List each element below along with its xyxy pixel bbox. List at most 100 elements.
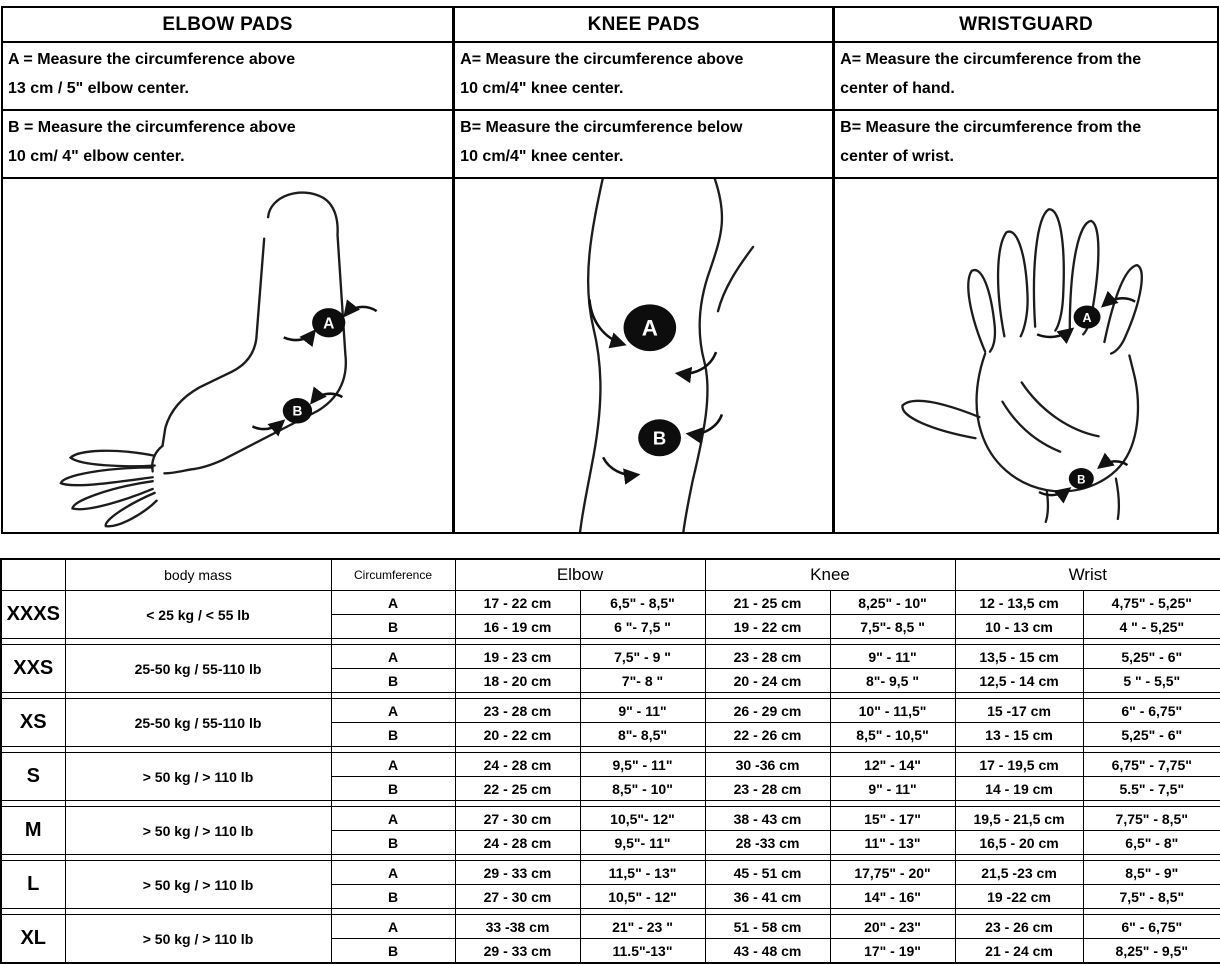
value-cell: 6,75" - 7,75" <box>1082 752 1220 777</box>
value-cell: 9,5" - 11" <box>579 752 706 777</box>
value-cell: 8"- 9,5 " <box>829 668 956 693</box>
marker-a-elbow <box>311 307 345 337</box>
value-cell: 5 " - 5,5" <box>1082 668 1220 693</box>
panel-wristguard: WRISTGUARD A= Measure the circumference … <box>832 8 1217 532</box>
wrist-instruction-b-line1: B= Measure the circumference from the <box>840 119 1142 136</box>
value-cell: 38 - 43 cm <box>704 806 831 831</box>
value-cell: 9" - 11" <box>579 698 706 723</box>
value-cell: 24 - 28 cm <box>454 830 581 855</box>
value-cell: 10,5" - 12" <box>579 884 706 909</box>
value-cell: 28 -33 cm <box>704 830 831 855</box>
value-cell: 20 - 24 cm <box>704 668 831 693</box>
value-cell: 7,75" - 8,5" <box>1082 806 1220 831</box>
circumference-a-label: A <box>330 806 456 831</box>
value-cell: 21 - 25 cm <box>704 590 831 615</box>
marker-b-elbow <box>282 397 312 423</box>
knee-instruction-a: A= Measure the circumference above 10 cm… <box>455 43 833 111</box>
wrist-figure-area: A B <box>835 179 1217 532</box>
value-cell: 12,5 - 14 cm <box>954 668 1084 693</box>
elbow-instruction-b-line2: 10 cm/ 4" elbow center. <box>8 148 185 165</box>
elbow-instruction-b-line1: B = Measure the circumference above <box>8 119 296 136</box>
value-cell: 6,5" - 8,5" <box>579 590 706 615</box>
marker-b-wrist <box>1068 467 1094 489</box>
elbow-instruction-a: A = Measure the circumference above 13 c… <box>3 43 453 111</box>
knee-figure-area: A B <box>455 179 832 532</box>
size-cell: S <box>0 752 66 801</box>
marker-b-wrist-letter: B <box>1077 474 1085 486</box>
circumference-header: Circumference <box>330 558 456 591</box>
marker-a-wrist-letter: A <box>1082 310 1091 324</box>
arm-sketch: A B <box>58 191 377 527</box>
marker-b-elbow-letter: B <box>292 403 302 418</box>
size-cell: M <box>0 806 66 855</box>
value-cell: 51 - 58 cm <box>704 914 831 939</box>
circumference-b-label: B <box>330 722 456 747</box>
wrist-instruction-a-line1: A= Measure the circumference from the <box>840 51 1142 68</box>
elbow-instruction-a-line1: A = Measure the circumference above <box>8 51 296 68</box>
value-cell: 23 - 28 cm <box>704 644 831 669</box>
body-mass-cell: 25-50 kg / 55-110 lb <box>64 644 332 693</box>
wrist-header: Wrist <box>954 558 1220 591</box>
value-cell: 17 - 19,5 cm <box>954 752 1084 777</box>
measurement-panels: ELBOW PADS A = Measure the circumference… <box>1 6 1219 534</box>
value-cell: 22 - 26 cm <box>704 722 831 747</box>
marker-a-knee <box>623 303 676 351</box>
panel-title-elbow: ELBOW PADS <box>3 8 453 43</box>
circumference-a-label: A <box>330 698 456 723</box>
value-cell: 12" - 14" <box>829 752 956 777</box>
value-cell: 43 - 48 cm <box>704 938 831 964</box>
wrist-instruction-a: A= Measure the circumference from the ce… <box>835 43 1217 111</box>
value-cell: 21,5 -23 cm <box>954 860 1084 885</box>
value-cell: 14" - 16" <box>829 884 956 909</box>
value-cell: 9" - 11" <box>829 776 956 801</box>
value-cell: 4 " - 5,25" <box>1082 614 1220 639</box>
value-cell: 23 - 26 cm <box>954 914 1084 939</box>
value-cell: 10" - 11,5" <box>829 698 956 723</box>
value-cell: 15" - 17" <box>829 806 956 831</box>
value-cell: 19 -22 cm <box>954 884 1084 909</box>
body-mass-cell: > 50 kg / > 110 lb <box>64 914 332 964</box>
marker-b-knee-letter: B <box>653 427 666 448</box>
circumference-b-label: B <box>330 884 456 909</box>
marker-a-elbow-letter: A <box>323 315 334 332</box>
circumference-a-label: A <box>330 860 456 885</box>
value-cell: 20" - 23" <box>829 914 956 939</box>
knee-header: Knee <box>704 558 956 591</box>
value-cell: 5,25" - 6" <box>1082 644 1220 669</box>
value-cell: 27 - 30 cm <box>454 884 581 909</box>
value-cell: 7,5"- 8,5 " <box>829 614 956 639</box>
body-mass-cell: > 50 kg / > 110 lb <box>64 860 332 909</box>
wrist-instruction-b-line2: center of wrist. <box>840 148 954 165</box>
value-cell: 18 - 20 cm <box>454 668 581 693</box>
knee-instruction-b: B= Measure the circumference below 10 cm… <box>455 111 833 179</box>
value-cell: 29 - 33 cm <box>454 938 581 964</box>
table-header-row: body mass Circumference Elbow Knee Wrist <box>0 558 1220 591</box>
value-cell: 13,5 - 15 cm <box>954 644 1084 669</box>
value-cell: 33 -38 cm <box>454 914 581 939</box>
value-cell: 6" - 6,75" <box>1082 698 1220 723</box>
value-cell: 11.5"-13" <box>579 938 706 964</box>
wrist-instruction-a-line2: center of hand. <box>840 80 955 97</box>
value-cell: 7,5" - 8,5" <box>1082 884 1220 909</box>
body-mass-header: body mass <box>64 558 332 591</box>
value-cell: 21" - 23 " <box>579 914 706 939</box>
circumference-b-label: B <box>330 668 456 693</box>
value-cell: 8,5" - 10" <box>579 776 706 801</box>
hand-sketch: A B <box>900 207 1143 523</box>
value-cell: 5.5" - 7,5" <box>1082 776 1220 801</box>
size-cell: XXS <box>0 644 66 693</box>
value-cell: 16,5 - 20 cm <box>954 830 1084 855</box>
value-cell: 5,25" - 6" <box>1082 722 1220 747</box>
knee-instruction-b-line1: B= Measure the circumference below <box>460 119 743 136</box>
value-cell: 23 - 28 cm <box>704 776 831 801</box>
body-mass-cell: 25-50 kg / 55-110 lb <box>64 698 332 747</box>
value-cell: 26 - 29 cm <box>704 698 831 723</box>
elbow-figure-area: A B <box>3 179 452 532</box>
